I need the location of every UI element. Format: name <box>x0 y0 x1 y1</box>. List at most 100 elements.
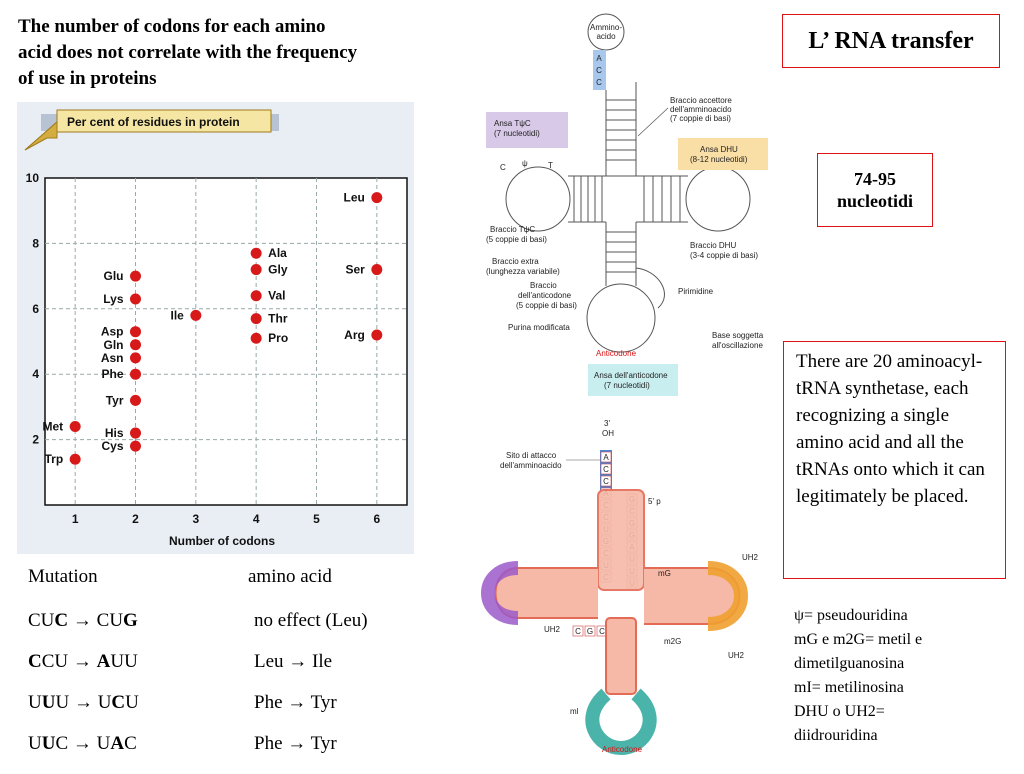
codon-text: U → U <box>55 692 112 713</box>
abbr-line-6: diidrouridina <box>794 727 878 744</box>
point-label: Glu <box>104 269 124 283</box>
three-prime-label: 3' <box>604 419 610 428</box>
psi-letter: ψ <box>522 159 528 168</box>
mutation-row: CUC → CUG no effect (Leu) <box>28 610 428 651</box>
data-point <box>250 313 262 325</box>
y-tick-label: 10 <box>26 171 40 185</box>
base-letter: C <box>575 627 581 636</box>
data-point <box>190 309 202 321</box>
trna-title: L’ RNA transfer <box>808 27 974 54</box>
plot-area <box>44 177 408 506</box>
abbreviations-legend: ψ= pseudouridina mG e m2G= metil e dimet… <box>794 604 1014 748</box>
mutated-base: C <box>28 651 42 672</box>
x-tick-label: 2 <box>132 512 139 526</box>
purina-label: Purina modificata <box>508 323 570 332</box>
codon-text: U → <box>54 651 97 672</box>
mutation-codons: UUC → UAC <box>28 733 137 755</box>
title-line-2: acid does not correlate with the frequen… <box>18 42 358 63</box>
t-loop <box>481 561 519 625</box>
ml-label: ml <box>570 707 579 716</box>
uh2-right-bottom-label: UH2 <box>728 651 745 660</box>
codon-text: U <box>125 692 139 713</box>
acceptor-base-3: C <box>596 78 602 87</box>
base-letter: C <box>603 465 609 474</box>
point-label: Val <box>268 289 285 303</box>
data-point <box>130 352 141 364</box>
synthetase-text: There are 20 aminoacyl-tRNA synthetase, … <box>796 351 985 507</box>
abbr-line-1: ψ= pseudouridina <box>794 607 908 624</box>
c-letter: C <box>500 163 506 172</box>
ansa-tpsic-label-2: (7 nucleotidi) <box>494 129 540 138</box>
uh2-right-top-label: UH2 <box>742 553 759 562</box>
anticodone-label: Anticodone <box>596 349 637 358</box>
five-prime-label: 5' p <box>648 497 661 506</box>
amino-acid-effect: Phe → Tyr <box>254 692 337 713</box>
mutated-base: U <box>41 733 56 754</box>
mutation-codons: CUC → CUG <box>28 610 138 632</box>
point-label: Pro <box>268 331 288 345</box>
point-label: Leu <box>343 191 364 205</box>
synthetase-box: There are 20 aminoacyl-tRNA synthetase, … <box>783 341 1006 579</box>
braccio-extra-label-1: Braccio extra <box>492 257 539 266</box>
point-label: Gly <box>268 263 288 277</box>
anticodon-arm <box>605 617 637 695</box>
codon-text: C <box>41 651 55 672</box>
sito-label-1: Sito di attacco <box>506 451 557 460</box>
abbr-line-2: mG e m2G= metil e <box>794 631 923 648</box>
data-point <box>130 293 141 305</box>
point-label: Trp <box>44 452 63 466</box>
point-label: Arg <box>344 328 365 342</box>
base-box <box>600 463 612 475</box>
amino-acid-effect: no effect (Leu) <box>254 610 368 631</box>
data-point <box>250 264 262 276</box>
trna-cloverleaf-diagram: Ammino- acido A C C Ansa TψC (7 nucleoti… <box>486 13 768 396</box>
abbr-line-4: mI= metilinosina <box>794 679 904 696</box>
point-label: Gln <box>104 338 124 352</box>
ansa-dhu-box <box>678 138 768 170</box>
base-soggetta-label-1: Base soggetta <box>712 331 764 340</box>
base-box <box>572 625 584 637</box>
uh2-left-label: UH2 <box>544 625 561 634</box>
mutated-base: C <box>111 692 126 713</box>
nucleotidi-box: 74-95 nucleotidi <box>817 153 933 227</box>
ansa-anticodone-box <box>588 364 678 396</box>
base-box <box>584 625 596 637</box>
nucleotidi-word: nucleotidi <box>836 191 913 211</box>
mutated-base: A <box>110 733 125 754</box>
data-point <box>69 453 81 465</box>
y-tick-label: 8 <box>32 236 39 250</box>
header-amino-acid: amino acid <box>248 566 332 587</box>
braccio-accettore-label-3: (7 coppie di basi) <box>670 114 731 123</box>
point-label: Ile <box>170 308 184 322</box>
abbr-line-5: DHU o UH2= <box>794 703 885 720</box>
title-line-1: The number of codons for each amino <box>18 16 326 37</box>
point-label: His <box>105 426 124 440</box>
braccio-anticodone-label-2: dell'anticodone <box>518 291 572 300</box>
data-point <box>250 332 262 344</box>
mutated-base: C <box>54 610 69 631</box>
base-box <box>600 451 612 463</box>
chart-banner: Per cent of residues in protein <box>24 109 272 151</box>
base-letter: C <box>603 477 609 486</box>
pirimidine-label: Pirimidine <box>678 287 714 296</box>
ansa-dhu-label-2: (8-12 nucleotidi) <box>690 155 748 164</box>
point-label: Ala <box>268 246 287 260</box>
acceptor-arm <box>597 489 645 591</box>
data-point <box>371 329 383 341</box>
data-point <box>130 270 141 282</box>
y-tick-label: 6 <box>32 302 39 316</box>
base-letter: C <box>599 627 605 636</box>
codon-text: U <box>28 733 42 754</box>
mutated-base: A <box>96 651 111 672</box>
d-loop <box>707 561 748 631</box>
point-label: Phe <box>101 367 123 381</box>
point-label: Cys <box>101 439 123 453</box>
title-line-3: of use in proteins <box>18 68 157 89</box>
point-label: Tyr <box>106 393 124 407</box>
base-box <box>600 475 612 487</box>
abbr-line-3: dimetilguanosina <box>794 655 905 672</box>
braccio-dhu-label-2: (3-4 coppie di basi) <box>690 251 758 260</box>
